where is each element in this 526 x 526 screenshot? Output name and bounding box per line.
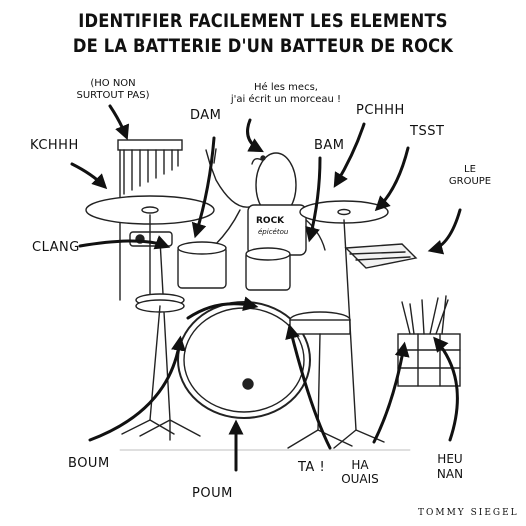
label-heu-nan-line-1: HEU — [437, 452, 463, 466]
artist-signature: TOMMY SIEGEL — [418, 508, 519, 518]
drummer — [205, 148, 326, 256]
label-kchhh: KCHHH — [30, 138, 79, 153]
tom-toms — [177, 241, 291, 291]
label-boum: BOUM — [68, 456, 110, 471]
label-le-groupe-line-1: LE — [464, 164, 476, 175]
pointer-arrows — [70, 104, 462, 472]
label-ha-ouais-line-2: OUAIS — [341, 472, 379, 486]
label-ha-ouais: HA OUAIS — [330, 458, 390, 486]
title-line-2: DE LA BATTERIE D'UN BATTEUR DE ROCK — [72, 35, 454, 57]
label-poum: POUM — [192, 486, 233, 501]
label-ho-non: (HO NON SURTOUT PAS) — [68, 78, 158, 102]
label-heu-nan-line-2: NAN — [436, 467, 464, 481]
title-line-1: IDENTIFIER FACILEMENT LES ELEMENTS — [78, 10, 448, 32]
label-heu-nan: HEU NAN — [420, 452, 480, 482]
label-ta: TA ! — [298, 460, 326, 475]
label-ha-ouais-line-1: HA — [351, 458, 369, 472]
speech-line-2: j'ai écrit un morceau ! — [230, 94, 342, 105]
speech-line-1: Hé les mecs, — [254, 82, 318, 93]
drumstick-crate — [397, 295, 461, 387]
label-dam: DAM — [190, 108, 222, 123]
label-ho-non-line-2: SURTOUT PAS) — [76, 90, 150, 101]
label-pchhh: PCHHH — [356, 103, 405, 118]
label-tsst: TSST — [410, 124, 445, 139]
label-le-groupe: LE GROUPE — [440, 164, 500, 188]
label-bam: BAM — [314, 138, 345, 153]
label-le-groupe-line-2: GROUPE — [448, 176, 492, 187]
label-ho-non-line-1: (HO NON — [90, 78, 136, 89]
shirt-text-rock: ROCK — [256, 216, 285, 226]
wind-chimes — [117, 139, 183, 301]
speech-bubble: Hé les mecs, j'ai écrit un morceau ! — [226, 82, 346, 106]
shirt-text-epicetou: épicétou — [258, 228, 289, 236]
label-clang: CLANG — [32, 240, 80, 255]
